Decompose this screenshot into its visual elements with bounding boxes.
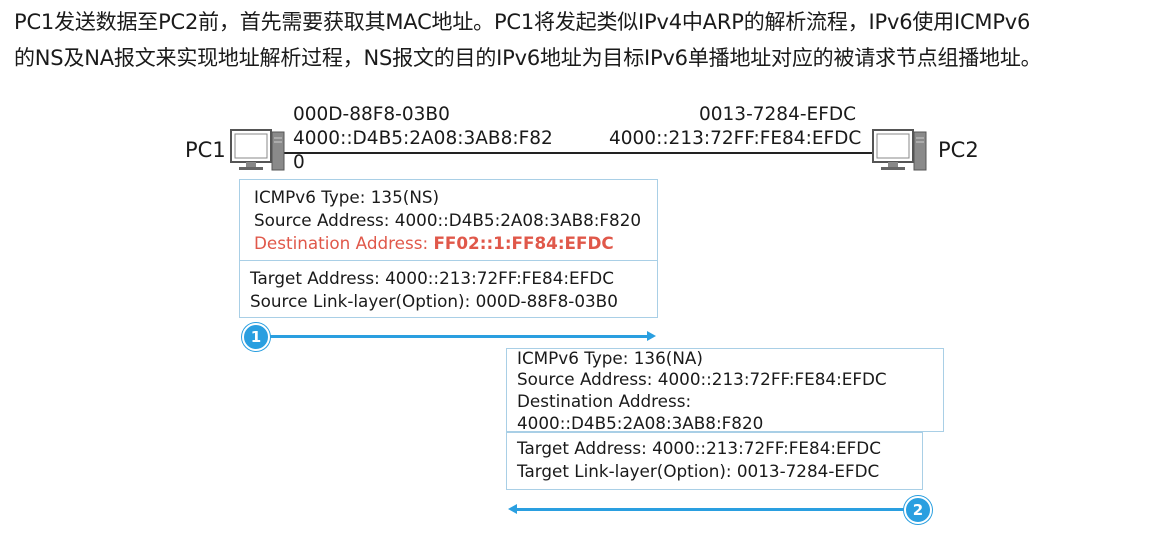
pc2-mac: 0013-7284-EFDC bbox=[699, 104, 857, 125]
ns-type: ICMPv6 Type: 135(NS) bbox=[254, 187, 440, 207]
na-destination-label: Destination Address: bbox=[517, 391, 692, 411]
ns-source-address: Source Address: 4000::D4B5:2A08:3AB8:F82… bbox=[254, 210, 642, 230]
na-target-address: Target Address: 4000::213:72FF:FE84:EFDC bbox=[517, 438, 881, 458]
ns-header-box: ICMPv6 Type: 135(NS) Source Address: 400… bbox=[239, 179, 658, 261]
intro-paragraph: PC1发送数据至PC2前，首先需要获取其MAC地址。PC1将发起类似IPv4中A… bbox=[14, 4, 1171, 76]
step-2-arrow-line bbox=[516, 508, 916, 511]
na-target-link-layer: Target Link-layer(Option): 0013-7284-EFD… bbox=[517, 461, 880, 481]
pc1-ipv6: 4000::D4B5:2A08:3AB8:F82 bbox=[293, 128, 553, 149]
pc1-ipv6-wrap: 0 bbox=[293, 152, 305, 173]
pc1-computer-icon bbox=[230, 129, 285, 171]
intro-line-1: PC1发送数据至PC2前，首先需要获取其MAC地址。PC1将发起类似IPv4中A… bbox=[14, 10, 1031, 34]
ns-destination-label: Destination Address: bbox=[254, 233, 434, 253]
step-1-arrow-line bbox=[256, 335, 648, 338]
na-body-box: Target Address: 4000::213:72FF:FE84:EFDC… bbox=[506, 432, 923, 490]
ns-destination-value: FF02::1:FF84:EFDC bbox=[433, 233, 614, 253]
step-2-badge: 2 bbox=[904, 496, 932, 524]
na-destination-value: 4000::D4B5:2A08:3AB8:F820 bbox=[517, 413, 764, 433]
pc2-name: PC2 bbox=[938, 138, 979, 162]
pc1-name: PC1 bbox=[185, 138, 226, 162]
ns-target-address: Target Address: 4000::213:72FF:FE84:EFDC bbox=[250, 268, 614, 288]
ns-source-link-layer: Source Link-layer(Option): 000D-88F8-03B… bbox=[250, 291, 618, 311]
step-1-arrow-head bbox=[647, 331, 656, 341]
intro-line-2: 的NS及NA报文来实现地址解析过程，NS报文的目的IPv6地址为目标IPv6单播… bbox=[14, 46, 1042, 70]
step-1-badge: 1 bbox=[242, 323, 270, 351]
ns-destination-address: Destination Address: FF02::1:FF84:EFDC bbox=[254, 232, 657, 255]
na-type: ICMPv6 Type: 136(NA) bbox=[517, 348, 703, 368]
na-source-address: Source Address: 4000::213:72FF:FE84:EFDC bbox=[517, 369, 887, 389]
ns-body-box: Target Address: 4000::213:72FF:FE84:EFDC… bbox=[239, 260, 658, 318]
pc2-computer-icon bbox=[872, 129, 927, 171]
na-header-box: ICMPv6 Type: 136(NA) Source Address: 400… bbox=[506, 348, 944, 433]
step-2-arrow-head bbox=[508, 504, 517, 514]
pc2-ipv6: 4000::213:72FF:FE84:EFDC bbox=[609, 128, 862, 149]
pc1-mac: 000D-88F8-03B0 bbox=[293, 104, 450, 125]
